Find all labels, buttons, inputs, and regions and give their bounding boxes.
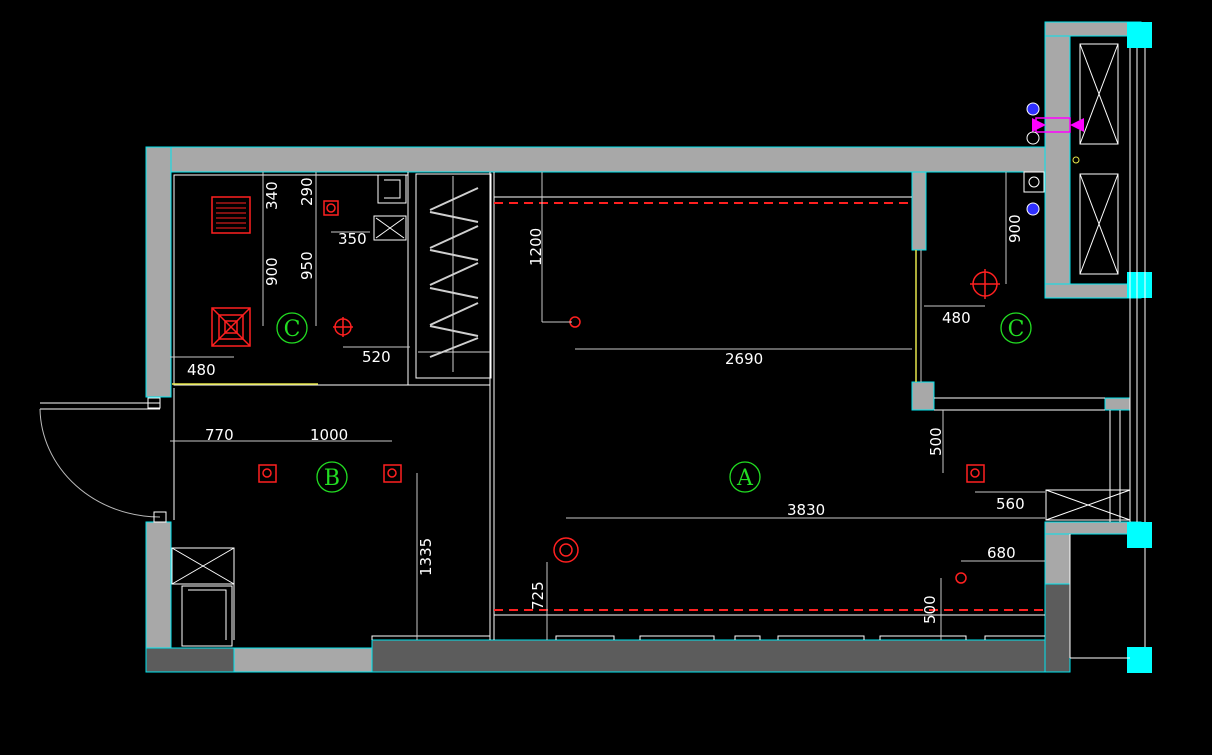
dim-900-left: 900 xyxy=(263,257,281,286)
dim-3830: 3830 xyxy=(787,501,825,519)
bath-fixtures xyxy=(171,547,235,647)
zone-c-left: C xyxy=(284,317,301,342)
zone-b: B xyxy=(324,466,340,491)
dim-480-right: 480 xyxy=(942,309,971,327)
zone-a: A xyxy=(736,466,754,491)
interior-lines xyxy=(172,48,1146,659)
dim-1200: 1200 xyxy=(527,228,545,266)
dimension-lines xyxy=(170,172,1045,640)
dim-950: 950 xyxy=(298,251,316,280)
zone-tags: C B A C xyxy=(276,312,1032,493)
dim-340: 340 xyxy=(263,181,281,210)
dim-2690: 2690 xyxy=(725,350,763,368)
right-cabinets xyxy=(1045,43,1131,521)
dim-770: 770 xyxy=(205,426,234,444)
lighting-strip-lines xyxy=(494,202,1045,611)
dim-350: 350 xyxy=(338,230,367,248)
dim-520: 520 xyxy=(362,348,391,366)
dim-725: 725 xyxy=(529,581,547,610)
ceiling-fixtures xyxy=(211,196,1000,584)
dimension-labels: 340 290 350 900 950 480 520 1200 2690 48… xyxy=(187,177,1025,624)
structural-columns xyxy=(1127,22,1152,673)
sink-fixtures xyxy=(373,174,407,241)
wardrobe-hangers xyxy=(418,176,490,372)
ac-duct-arrows xyxy=(1023,102,1084,216)
dim-900-right: 900 xyxy=(1006,214,1024,243)
walls xyxy=(145,21,1142,673)
dim-1000: 1000 xyxy=(310,426,348,444)
dim-500-bottom: 500 xyxy=(921,595,939,624)
dim-1335: 1335 xyxy=(417,538,435,576)
dim-680: 680 xyxy=(987,544,1016,562)
dim-290: 290 xyxy=(298,177,316,206)
entry-door xyxy=(39,397,167,523)
dim-480-left: 480 xyxy=(187,361,216,379)
zone-c-right: C xyxy=(1008,317,1025,342)
dim-560: 560 xyxy=(996,495,1025,513)
dim-500-top: 500 xyxy=(927,427,945,456)
